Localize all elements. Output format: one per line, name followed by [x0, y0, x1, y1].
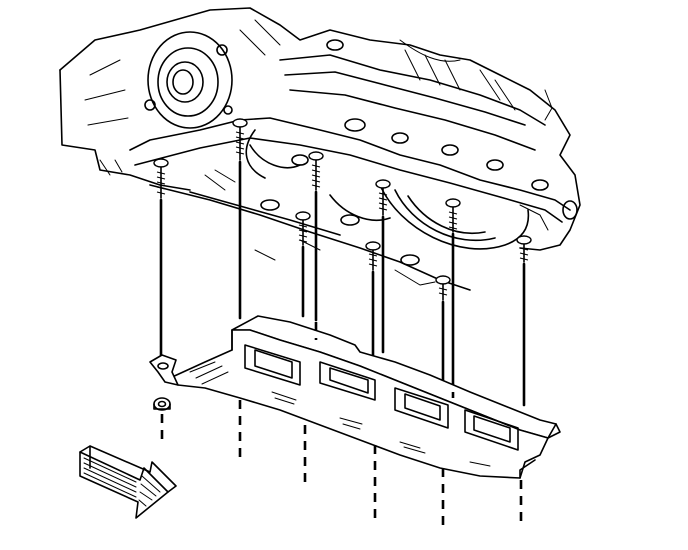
- bolt-6-icon: [375, 179, 391, 216]
- bolt-3-icon: [295, 211, 311, 246]
- bolt-1-icon: [153, 158, 169, 199]
- oil-deflector-baffle: [149, 315, 561, 479]
- bolt-2-icon: [232, 118, 248, 161]
- mounting-nut-icon: [153, 397, 171, 411]
- engine-block: [59, 7, 581, 291]
- bolt-4-icon: [308, 151, 324, 191]
- bolt-9-icon: [516, 235, 532, 263]
- alignment-lines-solid: [159, 160, 526, 407]
- front-direction-arrow-icon: [79, 445, 177, 519]
- bolt-8-icon: [435, 275, 451, 301]
- alignment-lines-dashed: [160, 322, 523, 532]
- bolt-7-icon: [445, 198, 461, 233]
- bolt-5-icon: [365, 241, 381, 271]
- upper-bolts: [153, 118, 532, 301]
